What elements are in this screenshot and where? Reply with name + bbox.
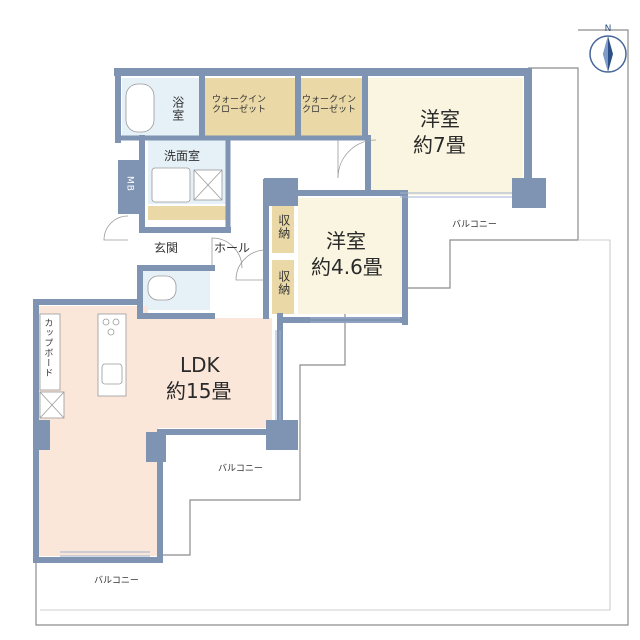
- bathtub: [125, 83, 155, 133]
- label-western-large-size: 約7畳: [413, 133, 466, 157]
- label-western-large-name: 洋室: [420, 107, 460, 131]
- label-storage-1: 収納: [276, 214, 291, 240]
- room-storage-1: [272, 205, 294, 253]
- label-mb: MB: [124, 176, 135, 192]
- label-ldk-name: LDK: [180, 353, 220, 377]
- room-western-large: [365, 78, 523, 195]
- label-cupboard: カップボード: [42, 318, 53, 378]
- compass-north-icon: N: [589, 24, 627, 73]
- windows: [60, 192, 512, 557]
- room-walkin-closet-1: [205, 78, 295, 136]
- balcony-inner-line: [40, 239, 611, 611]
- label-western-small-name: 洋室: [326, 229, 366, 253]
- fixtures: [39, 83, 223, 419]
- kitchen-sink: [101, 363, 123, 385]
- toilet: [147, 275, 177, 301]
- door-swings: [103, 139, 377, 281]
- label-walkin-closet-1: ウォークイン クローゼット: [212, 95, 267, 116]
- walls: [33, 68, 532, 563]
- room-ldk: [38, 306, 272, 556]
- compass-label: N: [605, 24, 612, 34]
- label-entrance: 玄関: [154, 241, 179, 255]
- label-storage-2: 収納: [276, 270, 291, 296]
- stove-burner: [102, 318, 110, 326]
- label-western-small-size: 約4.6畳: [311, 255, 383, 279]
- washbasin: [151, 167, 191, 203]
- balcony-outline: [35, 29, 629, 626]
- room-walkin-closet-2: [300, 78, 363, 136]
- label-washroom: 洗面室: [164, 149, 201, 163]
- stove-burner: [107, 328, 115, 336]
- stove-burner: [112, 318, 120, 326]
- cupboard-unit: [39, 313, 61, 391]
- structural-columns: [36, 160, 546, 462]
- label-bath: 浴室: [170, 96, 185, 122]
- room-storage-2: [272, 260, 294, 314]
- label-balcony-lower: バルコニー: [94, 576, 139, 586]
- washroom-storage-strip: [148, 206, 226, 220]
- label-walkin-closet-2: ウォークイン クローゼット: [302, 95, 357, 116]
- label-balcony-middle: バルコニー: [218, 464, 263, 474]
- label-ldk-size: 約15畳: [166, 379, 232, 403]
- label-hall: ホール: [214, 241, 251, 255]
- label-balcony-upper: バルコニー: [452, 220, 497, 230]
- room-western-small: [298, 198, 402, 314]
